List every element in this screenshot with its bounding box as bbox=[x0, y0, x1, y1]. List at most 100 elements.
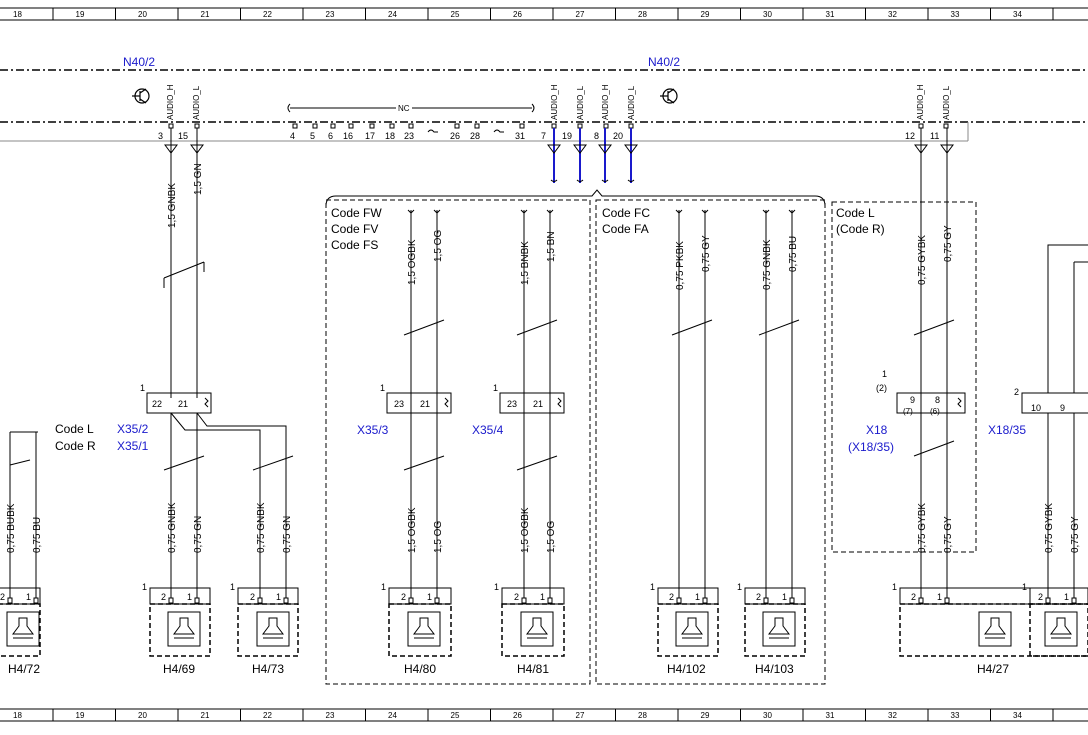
wire-label: 0,75 GN bbox=[193, 516, 204, 553]
svg-text:23: 23 bbox=[394, 399, 404, 409]
speakers: 211211211211211211211211211 bbox=[0, 582, 1088, 657]
wire-label: 0,75 PKBK bbox=[675, 241, 686, 290]
connector-x35-3: 1 23 21 bbox=[380, 383, 452, 414]
wire-label: 0,75 GNBK bbox=[167, 502, 178, 553]
wires-box2 bbox=[671, 209, 800, 598]
svg-text:1: 1 bbox=[540, 592, 545, 602]
pin-audio-h: AUDIO_H bbox=[601, 84, 610, 120]
wire-label: 0,75 GNBK bbox=[256, 502, 267, 553]
connector-label: X35/2 bbox=[117, 422, 149, 436]
code-label: (Code R) bbox=[836, 222, 885, 236]
svg-text:9: 9 bbox=[1060, 403, 1065, 413]
svg-text:1: 1 bbox=[737, 582, 742, 592]
code-label: Code FA bbox=[602, 222, 649, 236]
svg-text:11: 11 bbox=[930, 131, 939, 141]
wire-label: 0,75 GYBK bbox=[917, 235, 928, 285]
module-label-right: N40/2 bbox=[648, 55, 680, 69]
svg-text:1: 1 bbox=[494, 582, 499, 592]
svg-text:(2): (2) bbox=[876, 383, 887, 393]
speaker-label: H4/27 bbox=[977, 662, 1009, 676]
speaker-label: H4/102 bbox=[667, 662, 706, 676]
svg-text:2: 2 bbox=[911, 592, 916, 602]
svg-text:7: 7 bbox=[541, 131, 546, 141]
ruler-column-number: 27 bbox=[576, 711, 585, 720]
ruler-column-number: 22 bbox=[263, 711, 272, 720]
svg-text:31: 31 bbox=[515, 131, 525, 141]
wires-box1 bbox=[403, 209, 558, 598]
svg-text:21: 21 bbox=[420, 399, 430, 409]
wire-label: 0,75 GYBK bbox=[917, 503, 928, 553]
wire-label: 0,75 GYBK bbox=[1044, 503, 1055, 553]
speaker-label: H4/80 bbox=[404, 662, 436, 676]
wires-x35-2-out bbox=[9, 412, 294, 598]
ruler-column-number: 23 bbox=[326, 10, 335, 19]
svg-text:1: 1 bbox=[937, 592, 942, 602]
svg-text:4: 4 bbox=[290, 131, 295, 141]
ruler-column-number: 34 bbox=[1013, 10, 1022, 19]
nc-label: NC bbox=[398, 104, 410, 113]
wire-label: 0,75 BUBK bbox=[6, 503, 17, 553]
ruler-column-number: 20 bbox=[138, 711, 147, 720]
svg-text:5: 5 bbox=[310, 131, 315, 141]
ruler-column-number: 23 bbox=[326, 711, 335, 720]
module-label-left: N40/2 bbox=[123, 55, 155, 69]
wire-label: 1,5 GNBK bbox=[167, 183, 178, 228]
connector-x18: 1 (2) 9 8 (7) (6) bbox=[876, 369, 966, 416]
speaker-icon: 2 1 1 bbox=[230, 582, 299, 657]
ruler-column-number: 27 bbox=[576, 10, 585, 19]
pin-audio-h: AUDIO_H bbox=[166, 84, 175, 120]
nc-bracket: NC bbox=[287, 103, 535, 113]
svg-text:9: 9 bbox=[910, 395, 915, 405]
pin-number-row: 3 15 4 5 6 16 17 18 23 26 28 31 7 19 8 2… bbox=[158, 131, 939, 141]
svg-text:8: 8 bbox=[594, 131, 599, 141]
ruler-column-number: 22 bbox=[263, 10, 272, 19]
svg-text:10: 10 bbox=[1031, 403, 1041, 413]
svg-text:1: 1 bbox=[276, 592, 281, 602]
svg-text:1: 1 bbox=[650, 582, 655, 592]
ruler-column-number: 30 bbox=[763, 711, 772, 720]
wire-label: 0,75 GY bbox=[943, 516, 954, 553]
svg-text:26: 26 bbox=[450, 131, 460, 141]
pin-audio-h: AUDIO_H bbox=[916, 84, 925, 120]
connector-x35-4: 1 23 21 bbox=[493, 383, 565, 414]
svg-text:6: 6 bbox=[328, 131, 333, 141]
svg-text:(7): (7) bbox=[903, 407, 913, 416]
code-label: Code R bbox=[55, 439, 96, 453]
code-label: Code FV bbox=[331, 222, 378, 236]
transistor-icon bbox=[132, 88, 150, 104]
connector-label: X35/1 bbox=[117, 439, 149, 453]
svg-text:23: 23 bbox=[507, 399, 517, 409]
svg-text:1: 1 bbox=[782, 592, 787, 602]
ruler-column-number: 21 bbox=[201, 711, 210, 720]
code-label: Code FW bbox=[331, 206, 382, 220]
svg-text:1: 1 bbox=[1022, 582, 1027, 592]
connector-x35-2: 1 22 21 bbox=[140, 383, 212, 414]
speaker-label: H4/103 bbox=[755, 662, 794, 676]
wires-box3 bbox=[913, 128, 955, 598]
pin-audio-l: AUDIO_L bbox=[576, 85, 585, 120]
svg-text:2: 2 bbox=[0, 592, 5, 602]
ruler-column-number: 33 bbox=[951, 10, 960, 19]
wire-label: 1,5 GN bbox=[193, 163, 204, 195]
svg-text:2: 2 bbox=[1014, 387, 1019, 397]
svg-text:19: 19 bbox=[562, 131, 572, 141]
svg-text:2: 2 bbox=[1038, 592, 1043, 602]
ruler-column-number: 25 bbox=[451, 711, 460, 720]
svg-text:8: 8 bbox=[935, 395, 940, 405]
ruler-column-number: 26 bbox=[513, 10, 522, 19]
svg-text:2: 2 bbox=[401, 592, 406, 602]
ruler-column-number: 29 bbox=[701, 711, 710, 720]
ruler-column-number: 19 bbox=[76, 10, 85, 19]
ruler-column-number: 19 bbox=[76, 711, 85, 720]
ruler-column-number: 24 bbox=[388, 711, 397, 720]
wire-label: 0,75 GY bbox=[1070, 516, 1081, 553]
svg-text:1: 1 bbox=[381, 582, 386, 592]
svg-text:1: 1 bbox=[230, 582, 235, 592]
wire-label: 0,75 GN bbox=[282, 516, 293, 553]
wire-label: 0,75 BU bbox=[32, 517, 43, 553]
svg-text:2: 2 bbox=[250, 592, 255, 602]
wire-label: 0,75 GY bbox=[701, 235, 712, 272]
pin-audio-h: AUDIO_H bbox=[550, 84, 559, 120]
